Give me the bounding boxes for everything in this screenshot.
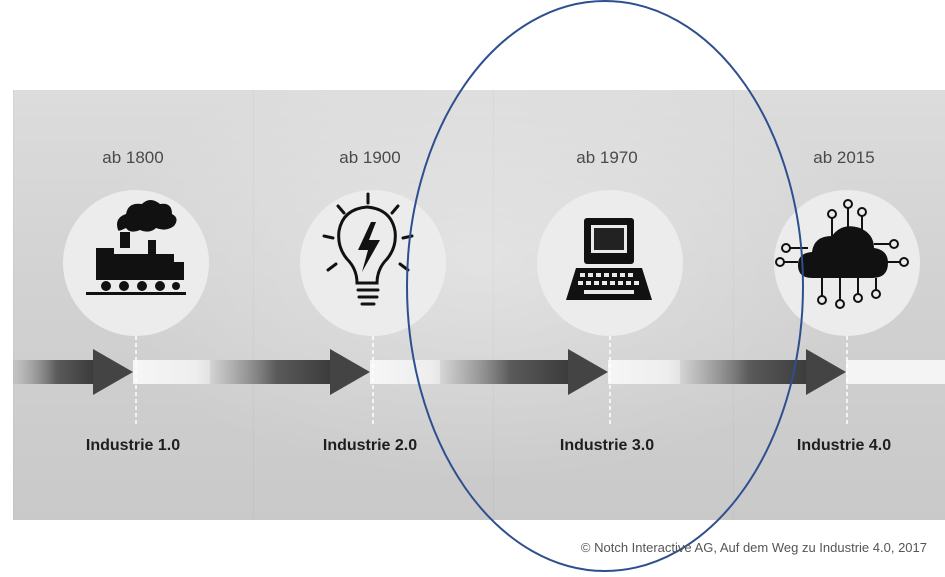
stage-1-era: ab 1800: [102, 148, 164, 167]
stage-3-circle: [537, 190, 683, 336]
stage-4-circle: [774, 190, 920, 336]
stage-1-label: Industrie 1.0: [85, 437, 181, 454]
concrete-background: ab 1800 ab 1900 ab 1970 ab 2015 Industri…: [13, 90, 945, 520]
copyright-credit: © Notch Interactive AG, Auf dem Weg zu I…: [580, 540, 927, 555]
stage-2-label: Industrie 2.0: [322, 437, 418, 454]
stage-4-label: Industrie 4.0: [796, 437, 892, 454]
stage-3-era: ab 1970: [576, 148, 638, 167]
stage-1-circle: [63, 190, 209, 336]
stage-2-circle: [300, 190, 446, 336]
stage-3-label: Industrie 3.0: [559, 437, 655, 454]
stage-2-era: ab 1900: [339, 148, 401, 167]
stage-4-era: ab 2015: [813, 148, 875, 167]
